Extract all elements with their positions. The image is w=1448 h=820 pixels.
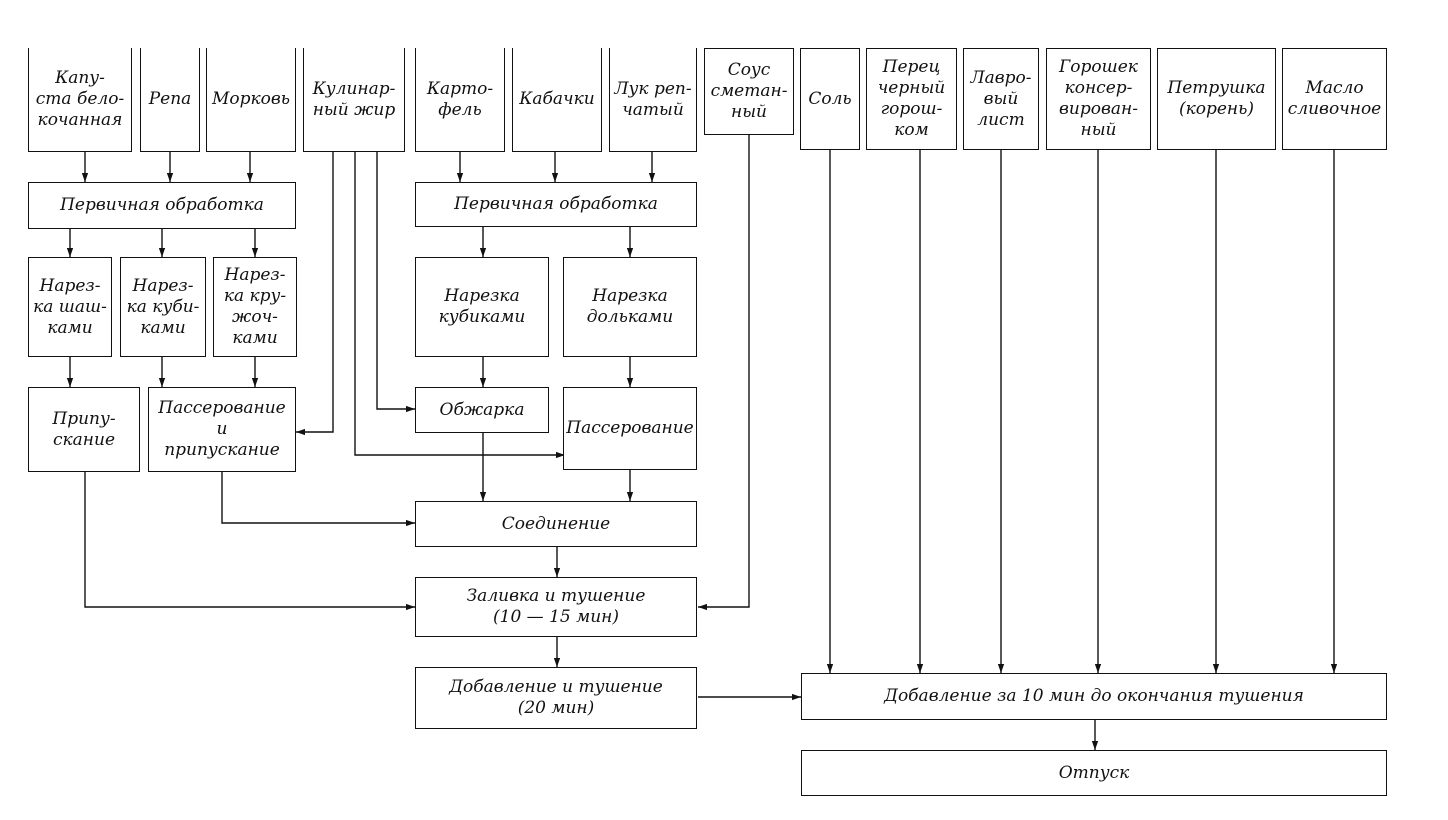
ingredient-sour-cream-sauce: Соус сметан- ный: [704, 48, 794, 135]
step-saute-and-poach: Пассерование и припускание: [148, 387, 296, 472]
step-cut-cubes: Нарезка кубиками: [415, 257, 549, 357]
ingredient-black-pepper: Перец черный горош- ком: [866, 48, 957, 150]
step-poaching: Припу- скание: [28, 387, 140, 472]
ingredient-parsley-root: Петрушка (корень): [1157, 48, 1276, 150]
ingredient-salt: Соль: [800, 48, 860, 150]
ingredient-butter: Масло сливочное: [1282, 48, 1387, 150]
step-fill-and-stew: Заливка и тушение (10 — 15 мин): [415, 577, 697, 637]
step-cut-slices: Нарезка дольками: [563, 257, 697, 357]
step-cut-circles: Нарез- ка кру- жоч- ками: [213, 257, 297, 357]
ingredient-onion: Лук реп- чатый: [609, 48, 697, 152]
step-cut-small-cubes: Нарез- ка куби- ками: [120, 257, 206, 357]
step-sauteing: Пассерование: [563, 387, 697, 470]
step-cut-squares: Нарез- ка шаш- ками: [28, 257, 112, 357]
step-serving: Отпуск: [801, 750, 1387, 796]
step-primary-processing-left: Первичная обработка: [28, 182, 296, 229]
ingredient-carrot: Морковь: [206, 48, 296, 152]
ingredient-turnip: Репа: [140, 48, 200, 152]
ingredient-bay-leaf: Лавро- вый лист: [963, 48, 1039, 150]
ingredient-cabbage: Капу- ста бело- кочанная: [28, 48, 132, 152]
ingredient-potato: Карто- фель: [415, 48, 505, 152]
ingredient-zucchini: Кабачки: [512, 48, 602, 152]
step-add-and-stew: Добавление и тушение (20 мин): [415, 667, 697, 729]
step-primary-processing-right: Первичная обработка: [415, 182, 697, 227]
step-combining: Соединение: [415, 501, 697, 547]
step-frying: Обжарка: [415, 387, 549, 433]
ingredient-canned-peas: Горошек консер- вирован- ный: [1046, 48, 1151, 150]
ingredient-cooking-fat: Кулинар- ный жир: [303, 48, 405, 152]
step-add-before-end: Добавление за 10 мин до окончания тушени…: [801, 673, 1387, 720]
